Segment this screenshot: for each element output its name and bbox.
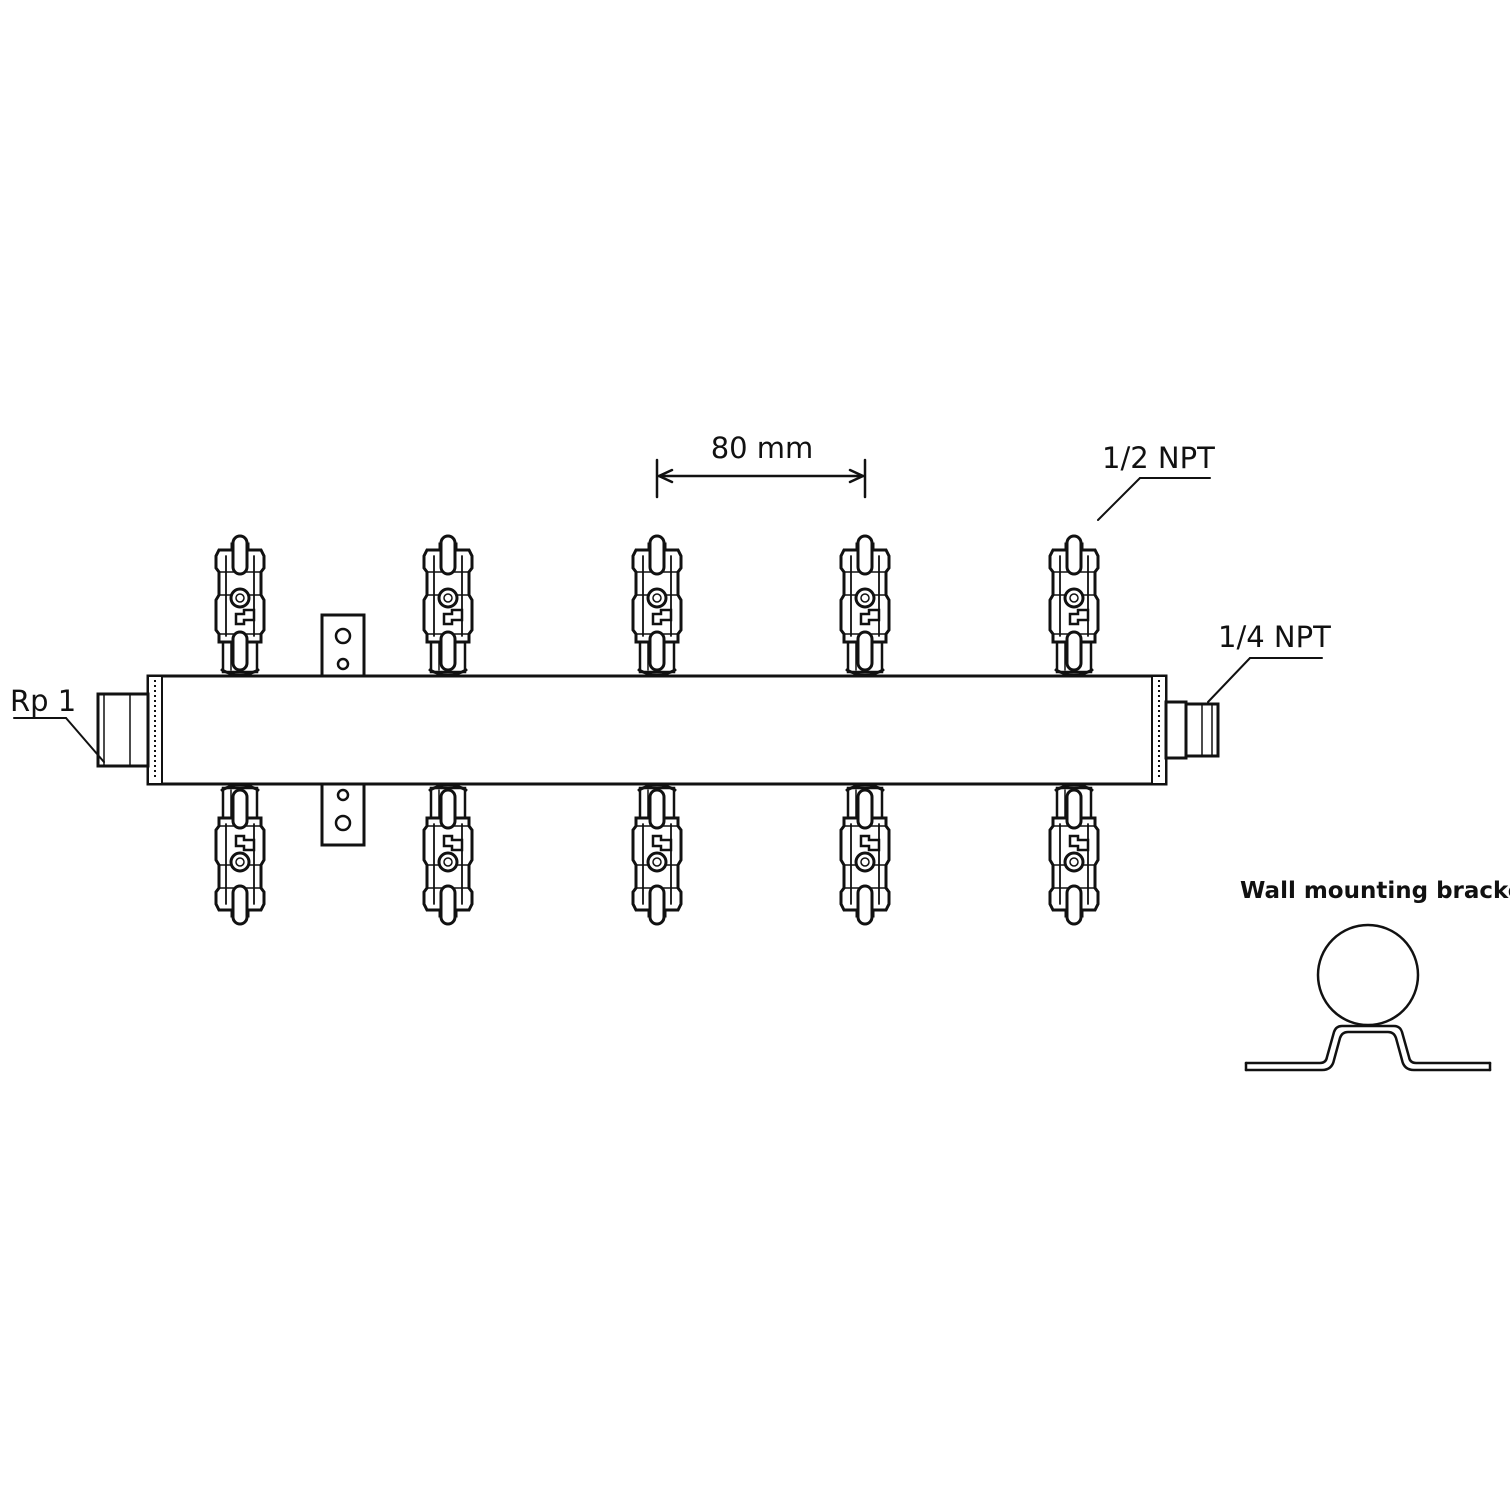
inlet-fitting (96, 692, 150, 768)
valve-top-4 (839, 534, 891, 677)
mounting-plate-bottom (320, 782, 366, 847)
valve-bottom-3 (631, 783, 683, 926)
valve-top-2 (422, 534, 474, 677)
valve-bottom-1 (214, 783, 266, 926)
valve-bottom-2 (422, 783, 474, 926)
end-thread-label: 1/4 NPT (1218, 620, 1331, 654)
end-plug-fitting (1164, 700, 1220, 760)
valve-bottom-5 (1048, 783, 1100, 926)
valve-bottom-4 (839, 783, 891, 926)
end-thread-leader (1207, 657, 1323, 703)
mounting-plate-top (320, 613, 366, 678)
spacing-dimension (655, 458, 867, 499)
outlet-thread-label: 1/2 NPT (1102, 441, 1215, 475)
bracket-title: Wall mounting bracket (1240, 878, 1510, 904)
valve-top-5 (1048, 534, 1100, 677)
manifold-header (146, 674, 1168, 786)
bracket-detail (1244, 923, 1492, 1072)
inlet-thread-label: Rp 1 (10, 684, 76, 718)
inlet-thread-leader (13, 717, 105, 763)
outlet-thread-leader (1097, 477, 1211, 521)
spacing-label: 80 mm (711, 431, 814, 465)
valve-top-3 (631, 534, 683, 677)
valve-top-1 (214, 534, 266, 677)
